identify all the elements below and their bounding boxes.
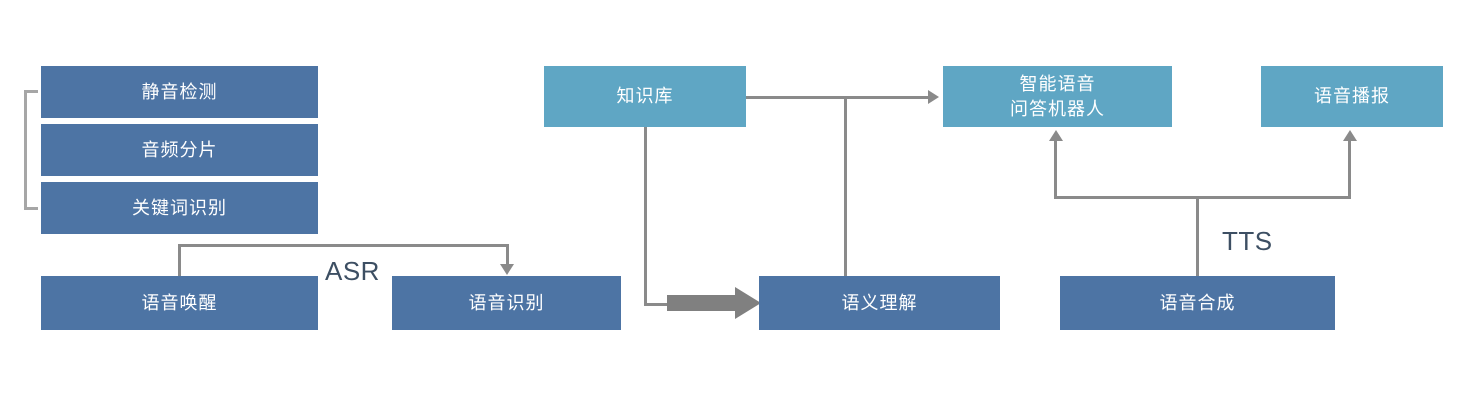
node-silence-detection[interactable]: 静音检测 [41,66,318,118]
edge-tts-stem [1196,196,1199,276]
edge-asr-segment-across [178,244,509,247]
edge-tts-right-riser [1348,141,1351,197]
node-knowledge-base[interactable]: 知识库 [544,66,746,127]
edge-asr-segment-up [178,244,181,278]
node-label-knowledge-base: 知识库 [616,86,674,107]
edge-label-asr: ASR [325,256,380,286]
node-label-audio-segmentation: 音频分片 [141,139,218,160]
edge-semantic-to-qa-robot-vertical [844,96,847,276]
node-label-voice-broadcast: 语音播报 [1314,86,1390,107]
node-keyword-spotting[interactable]: 关键词识别 [41,182,318,234]
node-label-speech-synthesis: 语音合成 [1159,292,1236,313]
edge-kb-to-qa-robot-horizontal [746,96,931,99]
node-voice-wakeup[interactable]: 语音唤醒 [41,276,318,330]
node-label-semantic-understanding: 语义理解 [841,292,918,313]
edge-tts-to-qa-robot-arrowhead [1049,130,1063,141]
edge-label-tts: TTS [1222,226,1273,256]
node-label-qa-robot-line1: 智能语音 [1019,74,1096,95]
edge-tts-left-riser [1054,141,1057,197]
node-label-keyword-spotting: 关键词识别 [132,197,227,218]
node-speech-recognition[interactable]: 语音识别 [392,276,621,330]
node-audio-segmentation[interactable]: 音频分片 [41,124,318,176]
edge-speech-recognition-to-semantic-block-arrow [667,287,761,319]
edge-asr-arrowhead [500,264,514,275]
node-voice-broadcast[interactable]: 语音播报 [1261,66,1443,127]
node-semantic-understanding[interactable]: 语义理解 [759,276,1000,330]
front-end-group-bracket [24,90,38,210]
node-label-voice-wakeup: 语音唤醒 [141,292,218,313]
edge-kb-to-qa-robot-arrowhead [928,90,939,104]
node-label-speech-recognition: 语音识别 [468,292,545,313]
node-qa-robot[interactable]: 智能语音 问答机器人 [943,66,1172,127]
node-label-qa-robot-line2: 问答机器人 [1010,98,1105,119]
edge-tts-to-voice-broadcast-arrowhead [1343,130,1357,141]
edge-kb-to-semantic-vertical [644,127,647,306]
node-label-silence-detection: 静音检测 [141,81,218,102]
node-speech-synthesis[interactable]: 语音合成 [1060,276,1335,330]
edge-kb-to-semantic-horizontal [644,303,686,306]
edge-asr-segment-down [506,244,509,266]
edge-tts-crossbar [1054,196,1351,199]
